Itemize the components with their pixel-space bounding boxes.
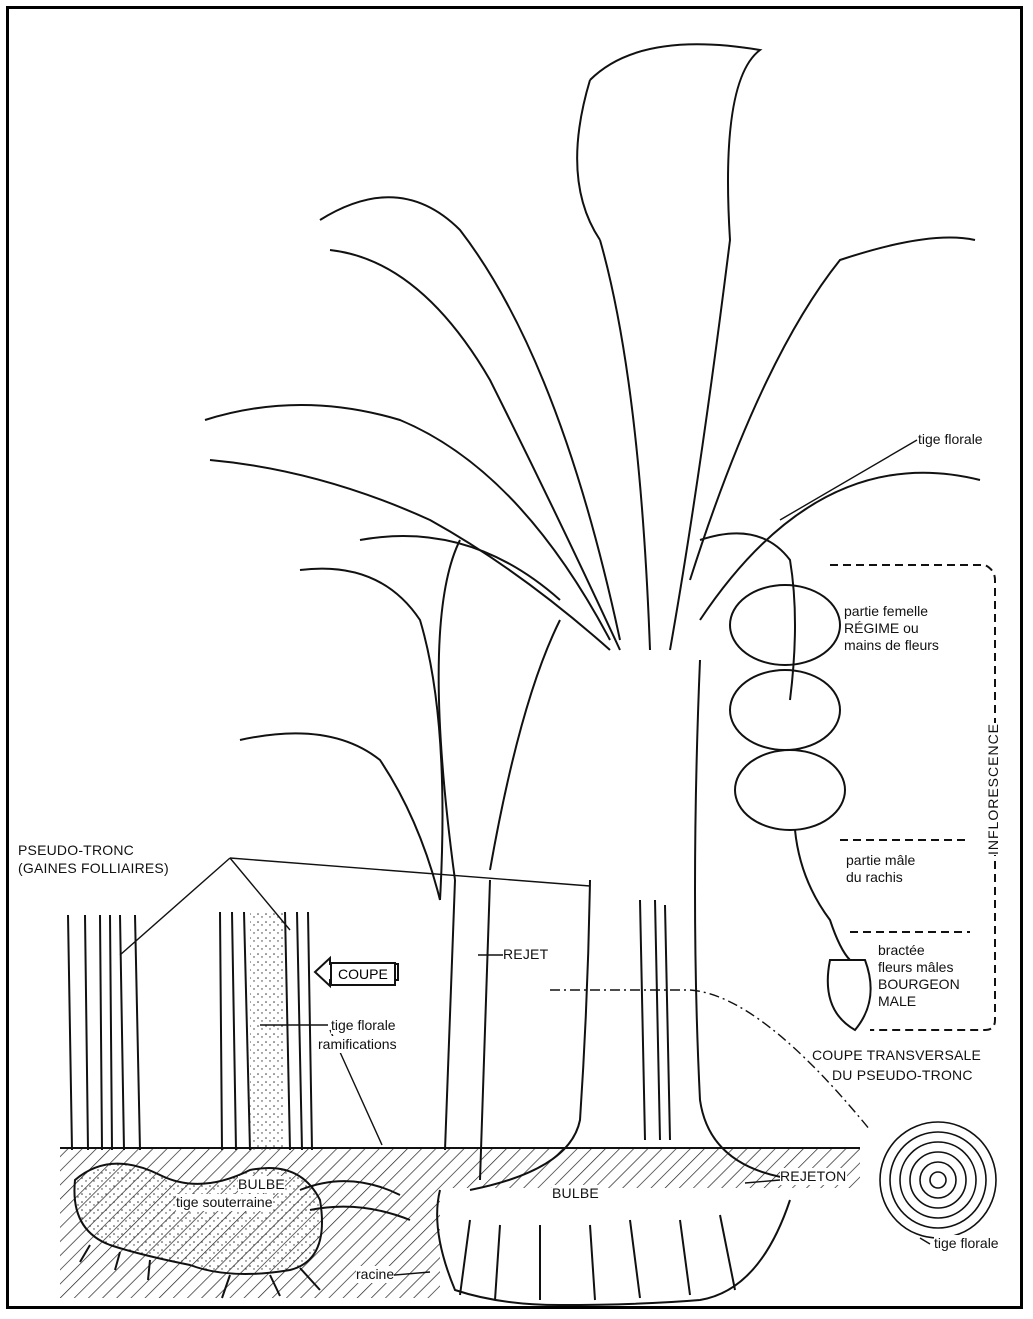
- label-coupe: COUPE: [330, 962, 396, 986]
- label-coupe-transversale-2: DU PSEUDO-TRONC: [832, 1067, 973, 1084]
- main-pseudo-trunk: [437, 660, 800, 1305]
- label-coupe-transversale-1: COUPE TRANSVERSALE: [812, 1047, 981, 1064]
- label-bractee-3: BOURGEON: [878, 976, 960, 993]
- label-tige-florale-top: tige florale: [918, 431, 983, 448]
- label-pseudo-tronc-1: PSEUDO-TRONC: [18, 842, 134, 859]
- label-bractee-4: MALE: [878, 993, 916, 1010]
- label-rejet: REJET: [503, 946, 548, 963]
- label-bractee-2: fleurs mâles: [878, 959, 953, 976]
- label-partie-male-1: partie mâle: [846, 852, 915, 869]
- label-ramifications: ramifications: [318, 1036, 397, 1053]
- label-partie-femelle-1: partie femelle: [844, 603, 928, 620]
- label-tige-souterraine: tige souterraine: [176, 1194, 273, 1211]
- label-inflorescence: INFLORESCENCE: [985, 723, 1001, 855]
- transverse-section-circle: [880, 1122, 996, 1238]
- label-partie-femelle-2: RÉGIME ou: [844, 620, 919, 637]
- label-partie-femelle-3: mains de fleurs: [844, 637, 939, 654]
- label-bractee-1: bractée: [878, 942, 925, 959]
- label-pseudo-tronc-2: (GAINES FOLLIAIRES): [18, 860, 169, 877]
- label-bulbe-left: BULBE: [238, 1176, 285, 1193]
- label-tige-florale-mid: tige florale: [331, 1017, 396, 1034]
- label-racine: racine: [356, 1266, 394, 1283]
- label-tige-florale-bottom: tige florale: [934, 1235, 999, 1252]
- rejet-sucker: [439, 540, 560, 1180]
- label-partie-male-2: du rachis: [846, 869, 903, 886]
- leaves: [205, 44, 980, 900]
- label-rejeton: REJETON: [780, 1168, 847, 1185]
- label-bulbe-center: BULBE: [552, 1185, 599, 1202]
